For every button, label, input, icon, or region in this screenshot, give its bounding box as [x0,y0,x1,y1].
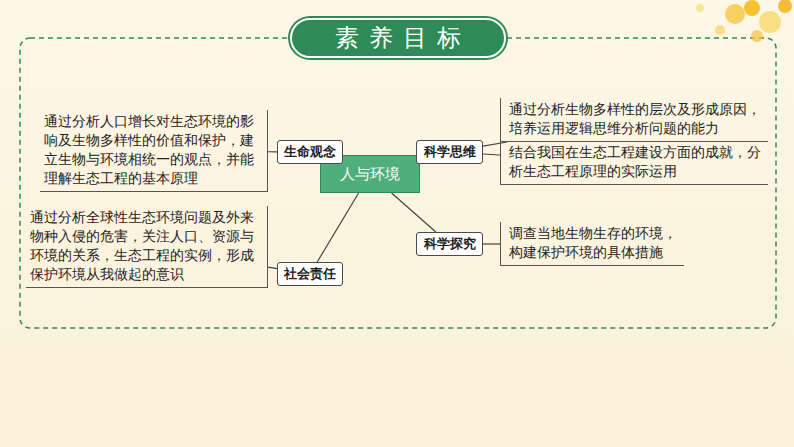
goal-text: 通过分析生物多样性的层次及形成原因，培养运用逻辑思维分析问题的能力 [500,98,768,142]
node-label: 生命观念 [284,143,336,161]
category-box: 科学探究 [416,232,483,256]
connector-line [483,142,507,146]
connector-line [268,151,277,152]
connector-line [483,154,500,155]
goal-description: 结合我国在生态工程建设方面的成就，分析生态工程原理的实际运用 [509,143,764,181]
category-box: 社会责任 [277,262,343,286]
goal-description: 通过分析全球性生态环境问题及外来物种入侵的危害，关注人口、资源与环境的关系，生态… [30,208,259,284]
node-label: 科学思维 [424,143,476,161]
node-label: 人与环境 [340,165,400,184]
goal-description: 通过分析生物多样性的层次及形成原因，培养运用逻辑思维分析问题的能力 [509,100,764,138]
title-text: 素养目标 [335,22,471,54]
goal-text: 通过分析人口增长对生态环境的影响及生物多样性的价值和保护，建立生物与环境相统一的… [40,110,268,192]
connector-line [483,243,500,244]
goal-description: 通过分析人口增长对生态环境的影响及生物多样性的价值和保护，建立生物与环境相统一的… [44,112,259,188]
dashed-frame [20,38,776,328]
category-box: 生命观念 [277,140,343,164]
connector-line [392,193,436,232]
category-box: 科学思维 [416,140,483,164]
goal-text: 结合我国在生态工程建设方面的成就，分析生态工程原理的实际运用 [500,141,768,185]
goal-description: 调查当地生物生存的环境，构建保护环境的具体措施 [509,224,680,262]
connector-line [268,267,277,268]
title-pill: 素养目标 [290,18,506,58]
goal-text: 通过分析全球性生态环境问题及外来物种入侵的危害，关注人口、资源与环境的关系，生态… [26,206,268,288]
node-label: 社会责任 [284,265,336,283]
node-label: 科学探究 [424,235,476,253]
flower-decoration [696,0,792,42]
connector-line [317,193,358,262]
goal-text: 调查当地生物生存的环境，构建保护环境的具体措施 [500,222,684,266]
